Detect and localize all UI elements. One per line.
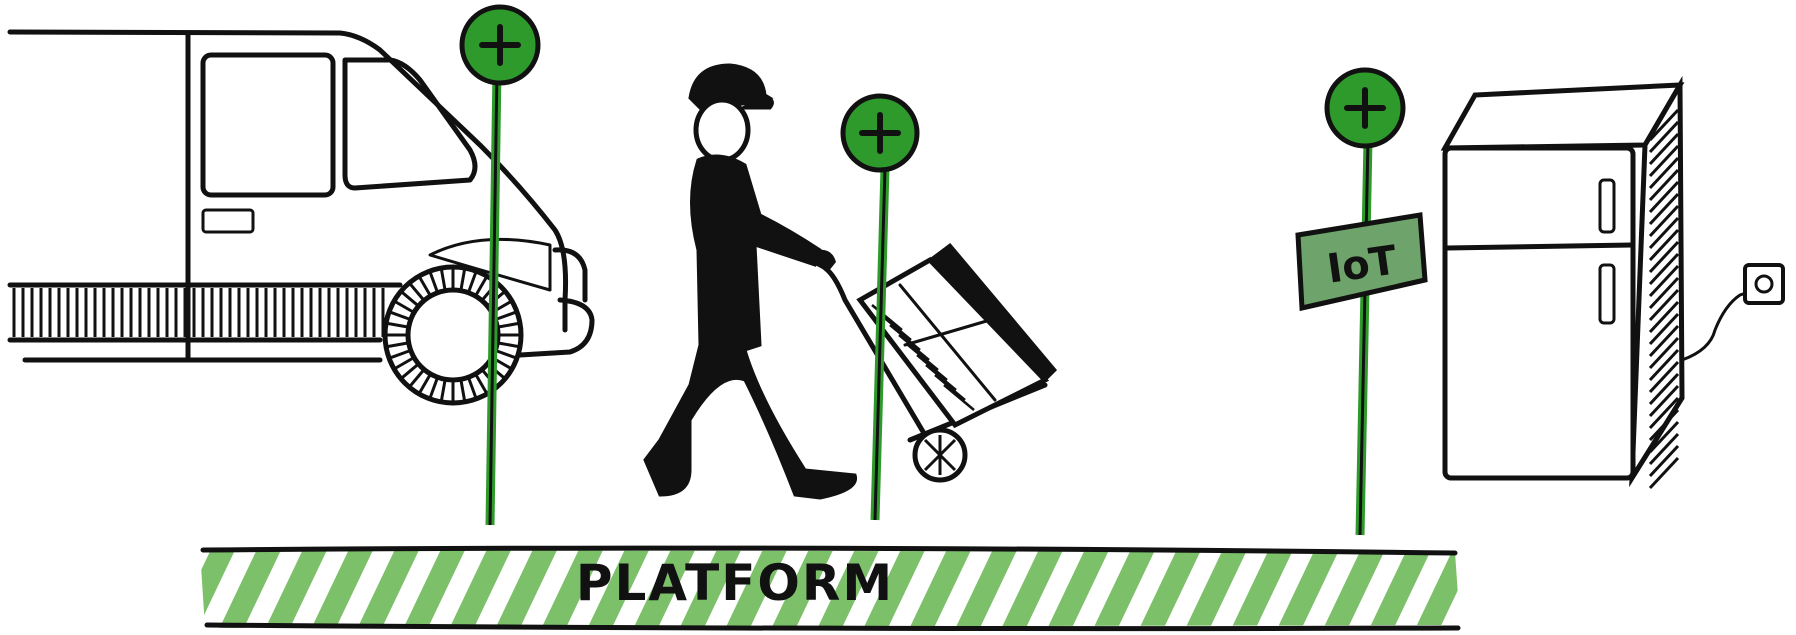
hatch-stroke: [1422, 535, 1472, 635]
hand-truck-wheel: [915, 430, 965, 480]
delivery-worker-icon: [645, 65, 856, 498]
platform-band: PLATFORM: [180, 535, 1518, 635]
van-icon: [10, 32, 592, 403]
van-wheel: [385, 267, 521, 403]
iot-label: IoT: [1324, 237, 1400, 292]
hatch-stroke: [1468, 535, 1518, 635]
plus-pin-icon: [462, 7, 538, 525]
plus-pin-icon: [1327, 70, 1403, 535]
hand-truck-icon: [825, 245, 1055, 480]
platform-label: PLATFORM: [576, 554, 894, 612]
power-outlet-icon: [1745, 265, 1783, 303]
iot-sign: IoT: [1298, 215, 1425, 308]
van-side-stripes: [14, 288, 383, 337]
refrigerator-icon: [1445, 85, 1755, 488]
